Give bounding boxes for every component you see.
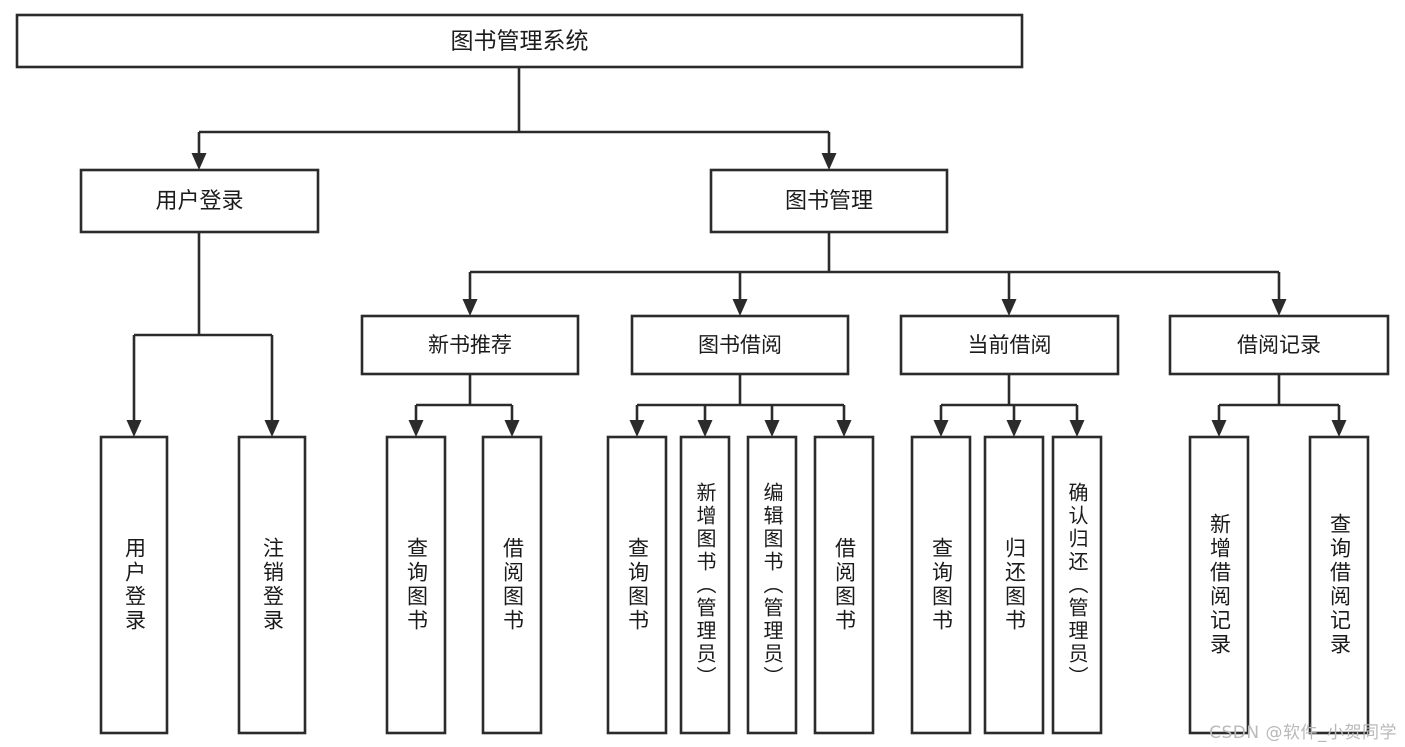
node-level3-1[interactable]: 图书借阅 xyxy=(630,314,850,376)
node-box-rect xyxy=(679,435,731,735)
node-label: 新书推荐 xyxy=(428,333,512,357)
node-leaf-10[interactable] xyxy=(1051,435,1103,735)
arrow-head-icon xyxy=(462,299,478,316)
arrow-head-icon xyxy=(821,153,837,170)
node-box-rect xyxy=(709,168,949,234)
connector-level3-group-0 xyxy=(408,374,520,437)
node-level3-3[interactable]: 借阅记录 xyxy=(1168,314,1390,376)
node-leaf-2[interactable] xyxy=(385,435,447,735)
node-label: 图书管理 xyxy=(785,189,873,214)
node-leaf-0[interactable] xyxy=(99,435,169,735)
node-level3-2[interactable]: 当前借阅 xyxy=(899,314,1120,376)
node-box-rect xyxy=(99,435,169,735)
node-level2-1[interactable]: 图书管理 xyxy=(709,168,949,234)
arrow-head-icon xyxy=(1211,420,1227,437)
arrow-head-icon xyxy=(836,420,852,437)
node-box-rect xyxy=(79,168,320,234)
connector-bookmgmt-to-level3 xyxy=(462,232,1287,316)
node-leaf-3[interactable] xyxy=(481,435,543,735)
node-box-rect xyxy=(360,314,580,376)
node-leaf-7[interactable] xyxy=(813,435,875,735)
node-leaf-8[interactable] xyxy=(910,435,972,735)
node-leaf-5[interactable] xyxy=(679,435,731,735)
connector-userlogin-to-leaves xyxy=(126,232,280,437)
node-box-rect xyxy=(1168,314,1390,376)
node-box-rect xyxy=(899,314,1120,376)
node-box-rect xyxy=(910,435,972,735)
node-leaf-9[interactable] xyxy=(983,435,1045,735)
node-box-rect xyxy=(1188,435,1250,735)
connector-root-to-level2 xyxy=(191,67,837,170)
arrow-head-icon xyxy=(504,420,520,437)
connector-level3-group-1 xyxy=(629,374,852,437)
node-leaf-1[interactable] xyxy=(237,435,307,735)
node-box-rect xyxy=(237,435,307,735)
node-leaf-4[interactable] xyxy=(606,435,668,735)
node-box-rect xyxy=(1051,435,1103,735)
node-label: 借阅记录 xyxy=(1237,333,1321,357)
node-box-rect xyxy=(1308,435,1370,735)
node-level2-0[interactable]: 用户登录 xyxy=(79,168,320,234)
arrow-head-icon xyxy=(629,420,645,437)
node-box-rect xyxy=(813,435,875,735)
arrow-head-icon xyxy=(1069,420,1085,437)
node-box-rect xyxy=(606,435,668,735)
node-box-rect xyxy=(746,435,798,735)
connectors-layer xyxy=(126,67,1347,437)
connector-level3-group-3 xyxy=(1211,374,1347,437)
arrow-head-icon xyxy=(264,420,280,437)
arrow-head-icon xyxy=(408,420,424,437)
watermark-text: CSDN @软件_小贺同学 xyxy=(1209,723,1397,743)
node-box-rect xyxy=(15,13,1024,69)
node-leaf-6[interactable] xyxy=(746,435,798,735)
arrow-head-icon xyxy=(697,420,713,437)
node-root-0[interactable]: 图书管理系统 xyxy=(15,13,1024,69)
arrow-head-icon xyxy=(764,420,780,437)
node-label: 当前借阅 xyxy=(968,333,1052,357)
node-level3-0[interactable]: 新书推荐 xyxy=(360,314,580,376)
node-label: 用户登录 xyxy=(155,189,243,214)
arrow-head-icon xyxy=(191,153,207,170)
arrow-head-icon xyxy=(732,299,748,316)
arrow-head-icon xyxy=(1001,299,1017,316)
node-box-rect xyxy=(385,435,447,735)
arrow-head-icon xyxy=(1331,420,1347,437)
connector-level3-group-2 xyxy=(933,374,1085,437)
node-label: 图书管理系统 xyxy=(451,29,589,55)
arrow-head-icon xyxy=(933,420,949,437)
node-box-rect xyxy=(983,435,1045,735)
arrow-head-icon xyxy=(126,420,142,437)
node-leaf-12[interactable] xyxy=(1308,435,1370,735)
node-box-rect xyxy=(481,435,543,735)
node-label: 图书借阅 xyxy=(698,333,782,357)
node-leaf-11[interactable] xyxy=(1188,435,1250,735)
node-box-rect xyxy=(630,314,850,376)
arrow-head-icon xyxy=(1271,299,1287,316)
arrow-head-icon xyxy=(1006,420,1022,437)
